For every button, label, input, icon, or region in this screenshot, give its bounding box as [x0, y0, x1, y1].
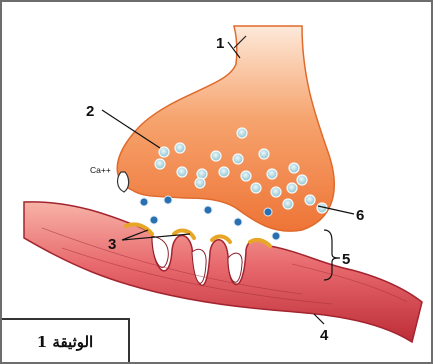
- label-2: 2: [86, 103, 94, 120]
- label-1: 1: [216, 35, 224, 52]
- document-caption: الوثيقة 1: [37, 333, 93, 351]
- label-3: 3: [108, 236, 116, 253]
- label-6: 6: [356, 207, 364, 224]
- label-5: 5: [342, 251, 350, 268]
- calcium-channel: [118, 172, 129, 192]
- axon-terminal: [117, 26, 334, 231]
- label-4: 4: [320, 327, 329, 344]
- calcium-label: Ca++: [90, 165, 111, 175]
- document-caption-box: الوثيقة 1: [2, 318, 130, 364]
